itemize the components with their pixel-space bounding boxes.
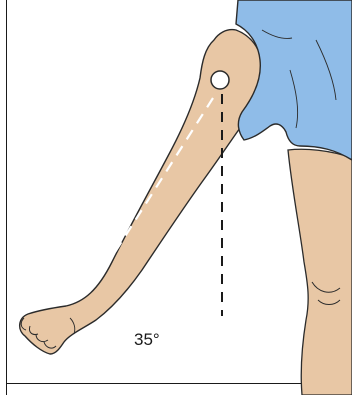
hip-pivot-marker bbox=[211, 71, 229, 89]
standing-leg bbox=[288, 149, 352, 395]
angle-label: 35° bbox=[134, 330, 160, 349]
